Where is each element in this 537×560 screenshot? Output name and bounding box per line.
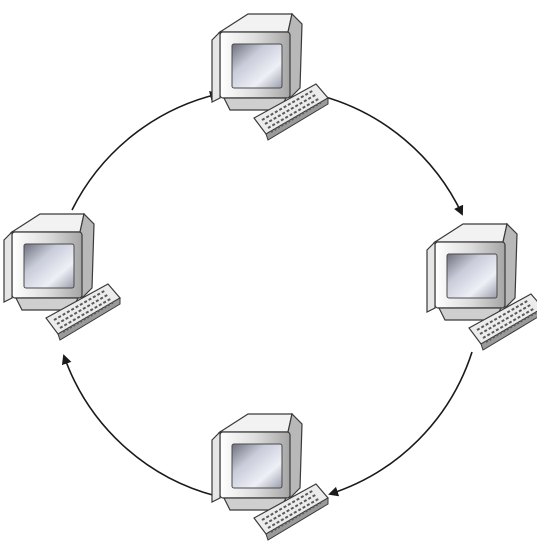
- link-right-to-bottom: [330, 352, 472, 494]
- computer-node-right: [427, 224, 537, 350]
- computer-node-bottom: [212, 414, 328, 540]
- desktop-computer-icon: [212, 14, 328, 140]
- link-bottom-to-left: [64, 356, 216, 496]
- desktop-computer-icon: [427, 224, 537, 350]
- computer-node-left: [4, 214, 120, 340]
- link-left-to-top: [72, 94, 218, 210]
- desktop-computer-icon: [4, 214, 120, 340]
- computer-node-top: [212, 14, 328, 140]
- desktop-computer-icon: [212, 414, 328, 540]
- link-top-to-right: [322, 96, 462, 214]
